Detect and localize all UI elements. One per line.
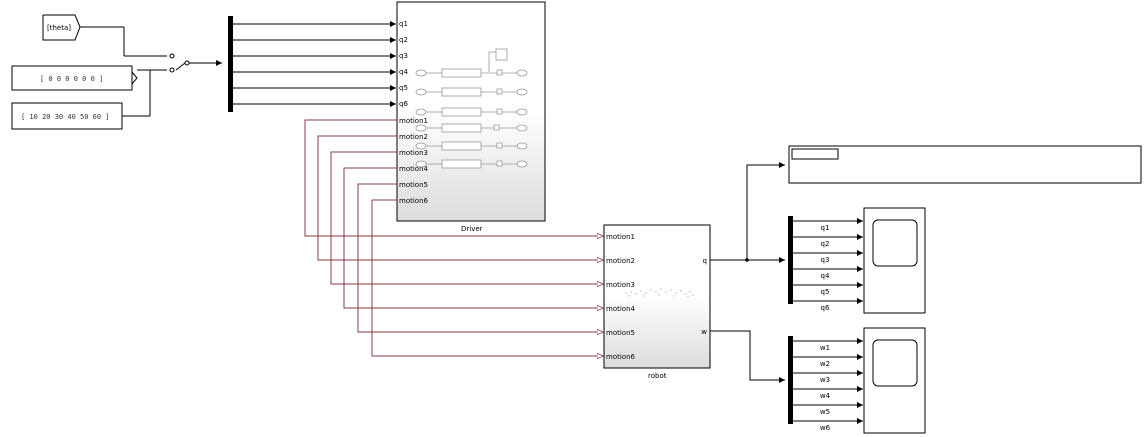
scope-w-input-label: w4 bbox=[820, 392, 831, 400]
motion-connections bbox=[304, 119, 604, 356]
demux-bar-w[interactable] bbox=[788, 336, 793, 424]
driver-port-label: motion4 bbox=[399, 165, 429, 173]
scope-q-input-label: q2 bbox=[821, 240, 830, 248]
branch-point bbox=[745, 258, 749, 262]
driver-preview-graphic bbox=[415, 48, 528, 169]
scope-w-inputs: w1 w2 w3 w4 w5 w6 bbox=[793, 338, 863, 432]
driver-port-label: motion5 bbox=[399, 181, 428, 189]
scope-w-input-label: w2 bbox=[820, 360, 830, 368]
scope-q-input-label: q6 bbox=[821, 304, 830, 312]
robot-input-port-labels: motion1 motion2 motion3 motion4 motion5 motio… bbox=[606, 233, 636, 361]
robot-preview-graphic bbox=[625, 288, 694, 298]
scope-w-input-label: w5 bbox=[820, 408, 830, 416]
scope-w[interactable] bbox=[863, 327, 926, 434]
robot-port-label: motion6 bbox=[606, 353, 636, 361]
driver-port-label: q4 bbox=[399, 68, 408, 76]
constant-vector-value: [ 10 20 30 40 50 60 ] bbox=[21, 113, 110, 121]
driver-motion-port-labels: motion1 motion2 motion3 motion4 motion5 motio… bbox=[399, 117, 429, 205]
demux-bar[interactable] bbox=[228, 16, 233, 112]
driver-port-label: q6 bbox=[399, 100, 408, 108]
output-connections bbox=[710, 162, 785, 383]
robot-port-label: motion2 bbox=[606, 257, 635, 265]
robot-port-label: motion1 bbox=[606, 233, 635, 241]
display-value-field bbox=[791, 148, 839, 160]
constant-zeros-value: [ 0 0 0 0 0 0 ] bbox=[40, 75, 103, 83]
switch-pivot bbox=[184, 60, 190, 66]
scope-q-input-label: q5 bbox=[821, 288, 830, 296]
scope-q-input-label: q4 bbox=[821, 272, 830, 280]
demux-outputs bbox=[233, 21, 396, 107]
driver-port-label: motion6 bbox=[399, 197, 429, 205]
robot-port-label: motion5 bbox=[606, 329, 635, 337]
robot-port-label: motion3 bbox=[606, 281, 635, 289]
scope-w-input-label: w1 bbox=[820, 344, 830, 352]
scope-w-screen bbox=[872, 339, 918, 387]
scope-q-inputs: q1 q2 q3 q4 q5 q6 bbox=[793, 218, 863, 312]
robot-port-label: w bbox=[701, 328, 707, 336]
display-block[interactable] bbox=[788, 145, 1142, 184]
from-block-theta[interactable]: [theta] bbox=[42, 14, 81, 41]
driver-port-label: motion1 bbox=[399, 117, 428, 125]
robot-port-label: motion4 bbox=[606, 305, 636, 313]
scope-q-input-label: q3 bbox=[821, 256, 830, 264]
scope-q-input-label: q1 bbox=[821, 224, 830, 232]
driver-port-label: motion2 bbox=[399, 133, 428, 141]
driver-port-label: q3 bbox=[399, 52, 408, 60]
robot-subsystem[interactable]: motion1 motion2 motion3 motion4 motion5 motio… bbox=[603, 224, 711, 380]
switch-contact-top bbox=[169, 53, 175, 59]
constant-block-vector[interactable]: [ 10 20 30 40 50 60 ] bbox=[11, 102, 123, 130]
driver-q-port-labels: q1 q2 q3 q4 q5 q6 bbox=[399, 20, 408, 108]
switch-contact-bottom bbox=[169, 67, 175, 73]
robot-port-label: q bbox=[703, 257, 707, 265]
robot-output-port-labels: qw bbox=[701, 257, 707, 336]
scope-q[interactable] bbox=[863, 207, 926, 314]
driver-port-label: q2 bbox=[399, 36, 408, 44]
driver-port-label: q5 bbox=[399, 84, 408, 92]
robot-title: robot bbox=[648, 372, 667, 380]
scope-w-input-label: w3 bbox=[820, 376, 830, 384]
scope-q-screen bbox=[872, 219, 918, 267]
driver-port-label: motion3 bbox=[399, 149, 428, 157]
manual-switch[interactable] bbox=[80, 26, 222, 117]
driver-title: Driver bbox=[461, 225, 483, 233]
scope-w-input-label: w6 bbox=[820, 424, 831, 432]
constant-block-zeros[interactable]: [ 0 0 0 0 0 0 ] bbox=[11, 65, 138, 91]
driver-port-label: q1 bbox=[399, 20, 408, 28]
demux-bar-q[interactable] bbox=[788, 216, 793, 304]
from-block-label: [theta] bbox=[47, 24, 71, 32]
